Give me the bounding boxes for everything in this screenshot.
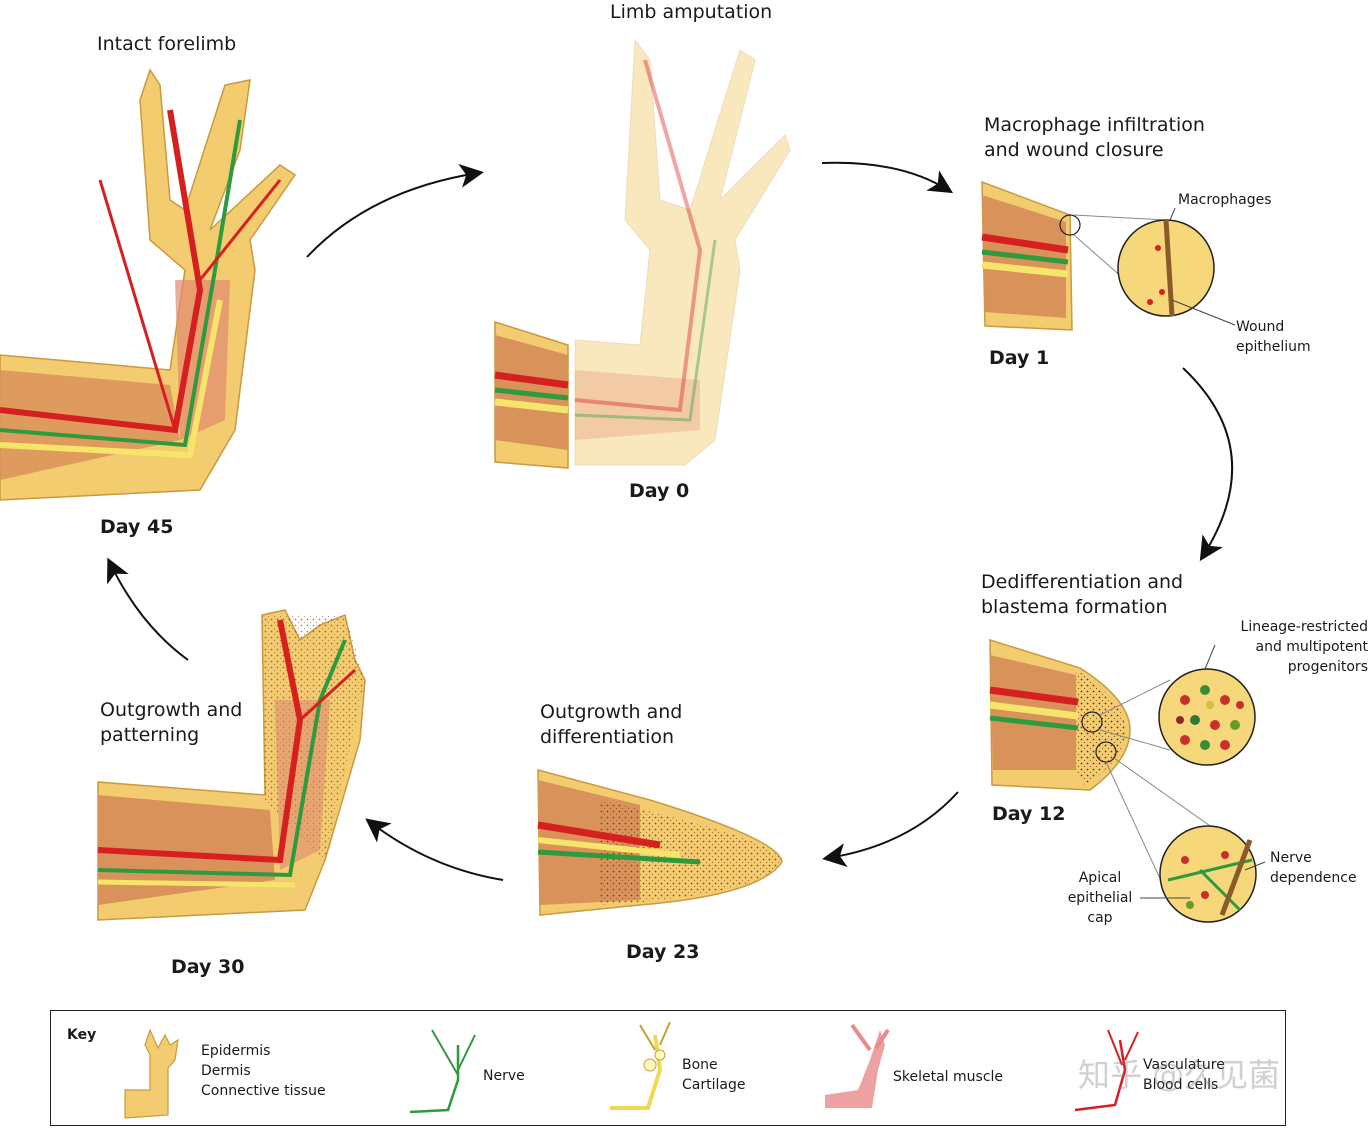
nerve-zoom-circle [1159, 825, 1257, 923]
amputation-illustration [494, 38, 791, 469]
arrow-day12-to-day23 [822, 791, 959, 868]
key-epidermis-label: Epidermis Dermis Connective tissue [201, 1043, 326, 1099]
outgrowth-differentiation-label: Outgrowth and differentiation [540, 701, 683, 748]
macrophage-infiltration-label: Macrophage infiltration and wound closur… [984, 114, 1205, 161]
arrow-day23-to-day30 [365, 818, 504, 881]
wound-epithelium-callout: Wound epithelium [1236, 319, 1311, 355]
arrow-day1-to-day12 [1182, 367, 1234, 562]
epidermis-key-icon [124, 1028, 179, 1119]
limb-amputation-label: Limb amputation [610, 1, 773, 23]
intact-forelimb-illustration [0, 68, 297, 501]
cycle-arrows [107, 161, 1234, 881]
vasculature-key-icon [1074, 1029, 1139, 1112]
day30-label: Day 30 [171, 956, 245, 978]
nerve-dependence-callout: Nerve dependence [1270, 850, 1357, 886]
day1-label: Day 1 [989, 347, 1050, 369]
day45-label: Day 45 [100, 516, 174, 538]
day12-illustration [989, 638, 1266, 923]
day0-label: Day 0 [629, 480, 690, 502]
outgrowth-patterning-label: Outgrowth and patterning [100, 699, 243, 746]
intact-forelimb-label: Intact forelimb [97, 33, 237, 55]
dedifferentiation-label: Dedifferentiation and blastema formation [981, 571, 1184, 618]
key-icons [124, 1021, 1139, 1119]
day23-illustration [537, 769, 783, 916]
day23-label: Day 23 [626, 941, 700, 963]
day12-label: Day 12 [992, 803, 1066, 825]
progenitor-cells [1176, 685, 1244, 750]
macrophages-callout: Macrophages [1178, 192, 1272, 208]
key-title: Key [67, 1027, 97, 1043]
key-legend: Key Epidermis Dermis Connective tissue N… [50, 1010, 1286, 1126]
bone-key-icon [610, 1021, 671, 1110]
key-bone-label: Bone Cartilage [682, 1057, 746, 1093]
day1-illustration [981, 180, 1236, 331]
key-nerve-label: Nerve [483, 1068, 525, 1084]
apical-epithelial-cap-callout: Apical epithelial cap [1067, 870, 1133, 926]
key-muscle-label: Skeletal muscle [893, 1069, 1004, 1085]
arrow-day45-to-day0 [306, 163, 484, 258]
arrow-day0-to-day1 [821, 161, 954, 194]
key-vasculature-label: Vasculature Blood cells [1143, 1057, 1225, 1093]
progenitors-callout: Lineage-restricted and multipotent proge… [1240, 619, 1368, 675]
watermark: 知乎 @久见菌 [1078, 1056, 1281, 1094]
nerve-key-icon [409, 1029, 476, 1114]
arrow-day30-to-day45 [107, 557, 189, 661]
day30-illustration [97, 609, 366, 921]
progenitors-zoom-circle [1158, 668, 1256, 766]
muscle-key-icon [825, 1023, 890, 1108]
